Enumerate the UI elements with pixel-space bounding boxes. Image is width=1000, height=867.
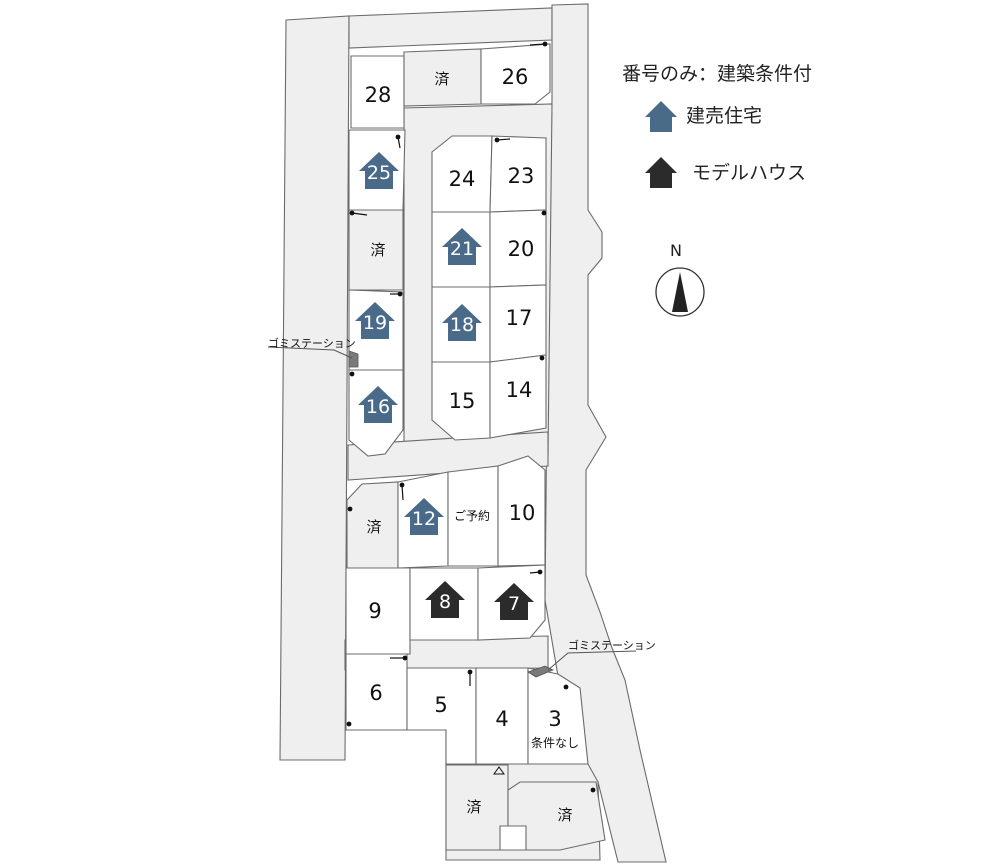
lot-28-label: 28 [365,83,392,107]
garbage-stations: ゴミステーション ゴミステーション [267,336,656,678]
south-gap [499,825,527,851]
lot-6-label: 6 [369,681,382,705]
legend-model-house: モデルハウス [692,162,806,184]
lot-26-label: 26 [502,65,529,89]
lot-14-label: 14 [506,378,533,402]
lot-25-house-icon[interactable]: 25 [359,152,399,189]
lot-28[interactable] [350,55,405,129]
svg-text:16: 16 [366,396,390,418]
north-road [348,7,553,49]
compass: N [655,241,705,317]
lot-14[interactable] [489,354,547,439]
lot-5-label: 5 [434,693,447,717]
lot-markers [346,41,596,793]
lot-9[interactable] [345,567,411,655]
garbage-station-south [527,665,554,678]
middle-lots [345,455,546,655]
model-house-markers: 8 7 [425,581,534,620]
lot-7-model-house-icon[interactable]: 7 [494,583,534,620]
west-road [279,15,350,761]
legend-model-house-icon [645,157,677,188]
north-arrow-icon [672,272,688,312]
sold-label-west-1: 済 [370,241,385,259]
south-lots [345,653,606,851]
svg-text:21: 21 [450,238,474,260]
lot-10[interactable] [497,455,546,567]
lot-3[interactable] [527,667,589,765]
svg-text:12: 12 [412,508,436,530]
garbage-station-west-label: ゴミステーション [268,336,356,350]
sold-label-west-2: 済 [366,518,381,536]
garbage-station-south-label: ゴミステーション [568,638,656,652]
lot-23-label: 23 [508,164,535,188]
reserved-label: ご予約 [454,508,490,523]
sold-label-south-2: 済 [557,806,572,824]
svg-text:25: 25 [367,162,391,184]
lot-sold-west-1[interactable] [348,209,404,291]
lot-15[interactable] [431,361,491,441]
lot-4-label: 4 [495,707,508,731]
svg-text:19: 19 [363,312,387,334]
svg-text:7: 7 [508,593,520,615]
lot-9-label: 9 [368,599,381,623]
legend: 番号のみ：建築条件付 建売住宅 モデルハウス [622,63,812,188]
svg-text:18: 18 [450,314,474,336]
east-road [544,3,667,863]
lot-3-no-conditions: 条件なし [531,736,579,750]
compass-label: N [670,241,682,260]
sold-label-south-1: 済 [466,798,481,816]
lot-16-house-icon[interactable]: 16 [358,386,398,423]
lot-18-house-icon[interactable]: 18 [442,304,482,341]
lot-10-label: 10 [509,501,536,525]
sold-label-north: 済 [434,70,449,88]
lot-15-label: 15 [449,389,476,413]
lot-21-house-icon[interactable]: 21 [442,228,482,265]
legend-ready-built-icon [645,101,677,132]
legend-ready-built: 建売住宅 [686,105,762,127]
status-labels: 済 済 済 ご予約 済 済 [366,70,572,824]
svg-text:8: 8 [439,591,451,613]
legend-conditions-only: 番号のみ：建築条件付 [622,63,812,85]
lot-19-house-icon[interactable]: 19 [355,302,395,339]
lot-24-label: 24 [449,167,476,191]
lot-17-label: 17 [506,306,533,330]
lot-numbers: 28 26 24 23 20 17 15 14 10 9 6 5 4 3 条件な… [365,65,579,750]
lot-8-model-house-icon[interactable]: 8 [425,581,465,618]
lot-20-label: 20 [508,237,535,261]
ready-built-markers: 25 21 19 18 16 12 [355,152,482,535]
lot-3-label: 3 [548,707,561,731]
garbage-station-west [348,350,359,368]
lot-12-house-icon[interactable]: 12 [404,498,444,535]
